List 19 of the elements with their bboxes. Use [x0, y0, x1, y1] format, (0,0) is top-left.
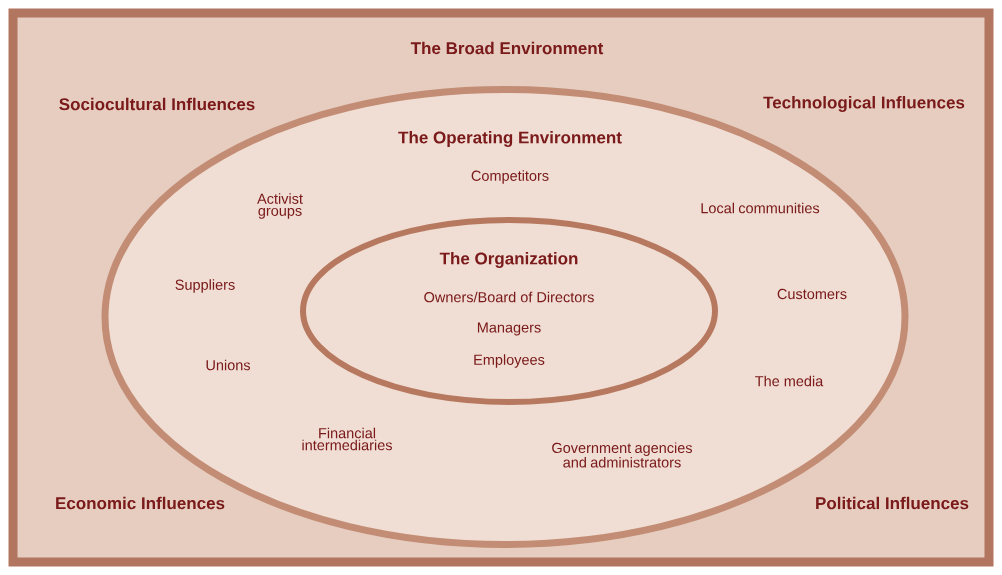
heading: Technological Influences: [763, 96, 965, 112]
item-label: Financial intermediaries: [302, 427, 392, 451]
item-label: Unions: [206, 359, 251, 371]
item-label: Local communities: [701, 202, 820, 214]
heading: Political Influences: [816, 496, 969, 510]
item-label: Competitors: [471, 170, 549, 184]
item-label: The media: [755, 375, 824, 387]
item-label: Customers: [777, 288, 847, 300]
item-label: Owners/Board of Directors: [424, 291, 594, 303]
item-label: Suppliers: [175, 279, 235, 293]
item-label: Government agencies and administrators: [552, 442, 693, 468]
heading: The Operating Environment: [398, 131, 622, 147]
heading: The Broad Environment: [410, 41, 604, 55]
heading: Economic Influences: [56, 496, 225, 510]
item-label: Activist groups: [257, 193, 303, 219]
heading: The Organization: [439, 252, 578, 268]
item-label: Managers: [477, 322, 541, 336]
heading: Sociocultural Influences: [59, 97, 255, 111]
item-label: Employees: [474, 354, 545, 368]
